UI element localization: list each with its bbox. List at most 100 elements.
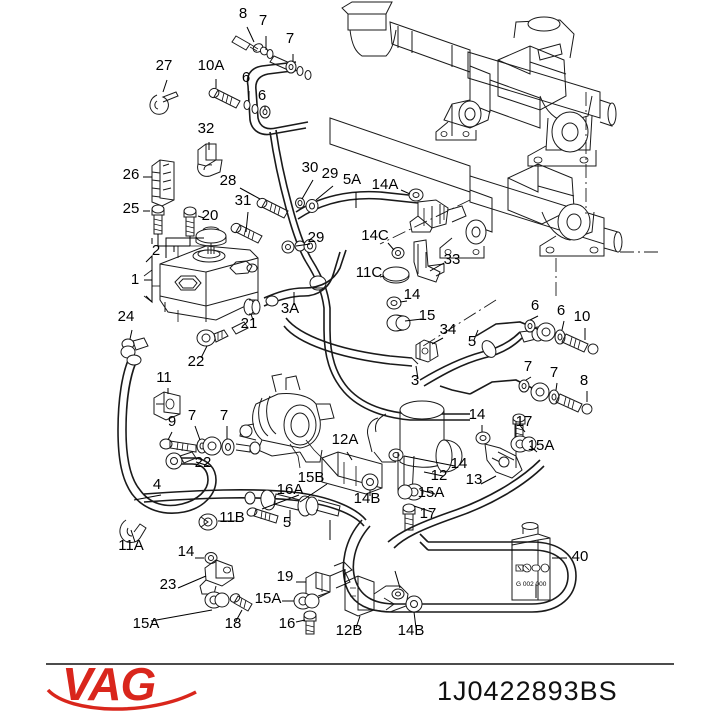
- callout-8: 8: [580, 372, 588, 389]
- oil-bottle-40: G 002 000: [511, 522, 551, 601]
- pump-inlet-fittings: [159, 436, 261, 456]
- callout-2: 2: [152, 242, 160, 259]
- callout-6: 6: [258, 87, 266, 104]
- callout-26: 26: [123, 166, 140, 183]
- callout-11C: 11C: [356, 264, 383, 281]
- callout-20: 20: [202, 207, 219, 224]
- connector-32: [197, 143, 223, 177]
- clamp-22-upper: [196, 321, 249, 347]
- ring-11C: [382, 266, 410, 284]
- callout-14: 14: [178, 543, 195, 560]
- line-5-center: [143, 489, 367, 527]
- callout-15A: 15A: [528, 437, 555, 454]
- bracket-12A: [289, 439, 383, 495]
- vag-logo: VAG: [46, 658, 197, 711]
- callout-11A: 11A: [118, 537, 144, 554]
- callout-17: 17: [420, 505, 437, 522]
- callout-7: 7: [259, 12, 267, 29]
- callout-32: 32: [198, 120, 215, 137]
- callout-19: 19: [277, 568, 294, 585]
- screw-20: [183, 206, 197, 237]
- callout-5A: 5A: [343, 171, 361, 188]
- callout-34: 34: [440, 321, 457, 338]
- callout-15B: 15B: [298, 469, 325, 486]
- callout-29: 29: [322, 165, 339, 182]
- callout-33: 33: [444, 251, 461, 268]
- callout-6: 6: [242, 69, 250, 86]
- callout-7: 7: [188, 407, 196, 424]
- clip-11A: [119, 519, 147, 543]
- callout-15A: 15A: [255, 590, 282, 607]
- callout-27: 27: [156, 57, 173, 74]
- callout-7: 7: [550, 364, 558, 381]
- callout-14: 14: [451, 455, 468, 472]
- callout-7: 7: [286, 30, 294, 47]
- line-3A: [263, 249, 347, 307]
- callout-14: 14: [469, 406, 486, 423]
- line-5A: [230, 190, 419, 273]
- oil-cooler-can: [367, 400, 463, 531]
- callout-22: 22: [195, 454, 212, 471]
- callout-14B: 14B: [398, 622, 425, 639]
- callout-11B: 11B: [219, 509, 245, 526]
- steering-gear-upper: [341, 1, 617, 167]
- line-3: [283, 317, 419, 367]
- part-number: 1J0422893BS: [437, 676, 618, 706]
- callout-7: 7: [220, 407, 228, 424]
- callout-40: 40: [572, 548, 589, 565]
- oil-bottle-code: G 002 000: [516, 581, 547, 588]
- callout-15A: 15A: [133, 615, 160, 632]
- connector-26: [151, 159, 175, 207]
- clip-11: [153, 391, 181, 421]
- callout-21: 21: [241, 315, 258, 332]
- callout-6: 6: [531, 297, 539, 314]
- fitting-14-15: [386, 296, 411, 332]
- cooler-lines: [387, 459, 545, 549]
- upper-pressure-lines: [149, 35, 312, 136]
- callout-14B: 14B: [354, 490, 381, 507]
- bracket-14A: [408, 188, 467, 233]
- connector-21: [243, 298, 261, 316]
- callout-30: 30: [302, 159, 319, 176]
- callout-18: 18: [225, 615, 242, 632]
- callout-17: 17: [516, 413, 533, 430]
- callout-4: 4: [153, 476, 161, 493]
- callout-7: 7: [524, 358, 532, 375]
- cooler-loop: [342, 519, 577, 613]
- callout-10: 10: [574, 308, 591, 325]
- callout-25: 25: [123, 200, 140, 217]
- callout-3A: 3A: [281, 300, 299, 317]
- callout-16A: 16A: [277, 481, 304, 498]
- bracket-12B: [344, 575, 423, 617]
- callout-13: 13: [466, 471, 483, 488]
- group-brackets: [144, 234, 204, 304]
- callout-12A: 12A: [332, 431, 359, 448]
- callout-15: 15: [419, 307, 436, 324]
- callout-3: 3: [411, 372, 419, 389]
- callout-6: 6: [557, 302, 565, 319]
- callout-5: 5: [468, 333, 476, 350]
- callout-12B: 12B: [336, 622, 363, 639]
- callout-15A: 15A: [418, 484, 445, 501]
- callout-22: 22: [188, 353, 205, 370]
- screw-25: [151, 204, 165, 235]
- callout-5: 5: [283, 514, 291, 531]
- bracket-23: [199, 552, 253, 612]
- callout-12: 12: [431, 467, 448, 484]
- banjo-fittings-right: [439, 319, 599, 415]
- bracket-34: [415, 339, 439, 363]
- callout-14A: 14A: [372, 176, 399, 193]
- callout-10A: 10A: [198, 57, 225, 74]
- fitting-15A-16: [293, 591, 331, 635]
- callout-23: 23: [160, 576, 177, 593]
- oil-bottle-icons: [515, 563, 550, 573]
- leader-lines: [129, 26, 588, 629]
- ring-11B: [198, 513, 218, 531]
- callout-29: 29: [308, 229, 325, 246]
- callout-28: 28: [220, 172, 237, 189]
- callout-1: 1: [131, 271, 139, 288]
- callout-24: 24: [118, 308, 135, 325]
